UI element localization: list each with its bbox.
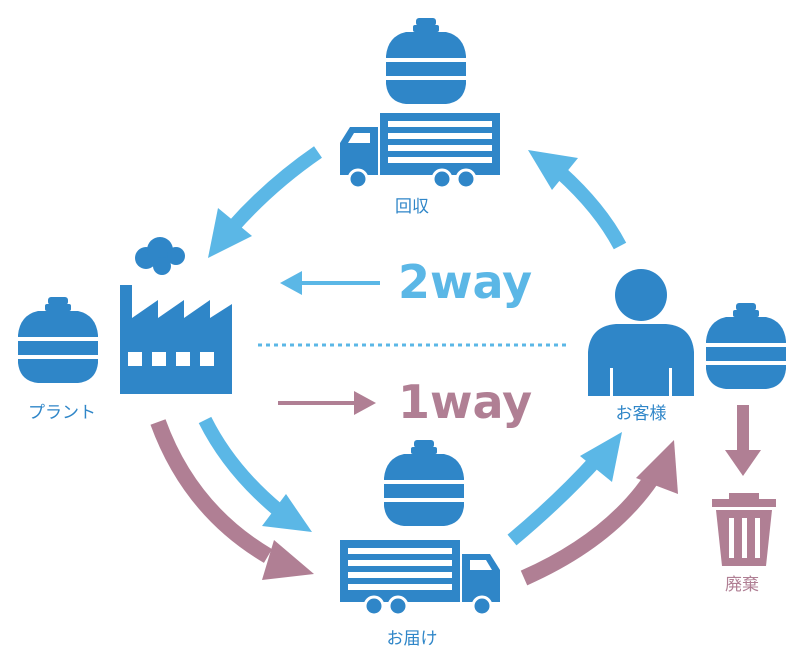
trash-bin-icon <box>712 493 776 566</box>
water-bottle-icon <box>386 18 466 104</box>
water-bottle-icon <box>18 297 98 383</box>
arrow-icon <box>208 146 322 258</box>
plant-label: プラント <box>28 403 96 423</box>
collect-label: 回収 <box>395 197 429 217</box>
arrow-icon <box>150 419 314 580</box>
one-way-label: 1way <box>398 375 532 429</box>
arrow-icon <box>278 391 376 415</box>
customer-label: お客様 <box>616 404 667 424</box>
water-bottle-icon <box>384 440 464 526</box>
deliver-label: お届け <box>387 629 438 649</box>
truck-icon <box>338 538 502 617</box>
arrow-icon <box>528 150 627 250</box>
arrow-icon <box>520 440 678 586</box>
factory-icon <box>120 237 232 394</box>
arrow-icon <box>507 432 622 546</box>
dispose-label: 廃棄 <box>725 575 759 595</box>
truck-icon <box>338 111 502 190</box>
arrow-icon <box>198 416 312 532</box>
arrow-icon <box>280 271 380 295</box>
two-way-label: 2way <box>398 255 532 309</box>
arrow-icon <box>725 405 761 476</box>
person-icon <box>588 269 694 396</box>
water-bottle-icon <box>706 303 786 389</box>
